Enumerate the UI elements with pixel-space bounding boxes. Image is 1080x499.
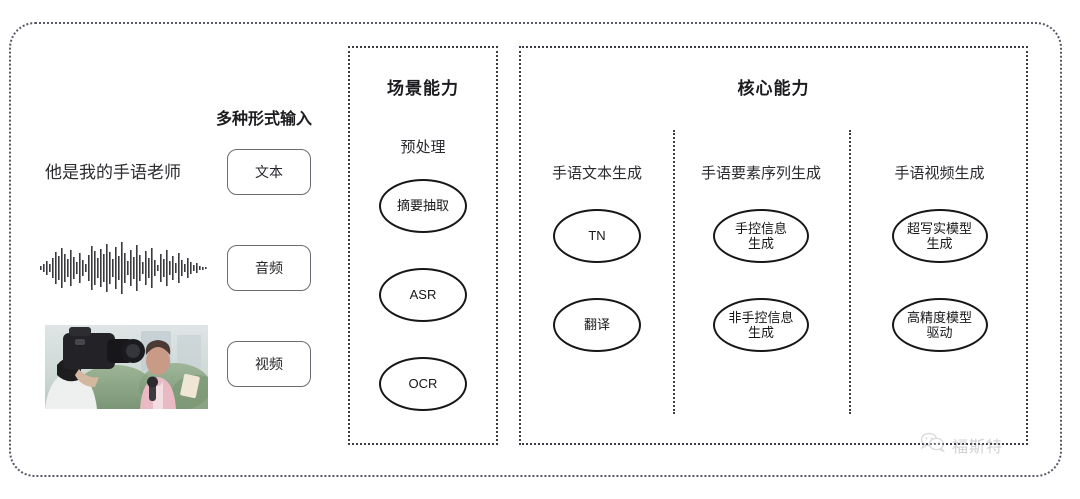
node-summary-extraction[interactable]: 摘要抽取: [379, 179, 467, 233]
node-asr-label: ASR: [409, 287, 437, 303]
audio-waveform-icon: [38, 240, 210, 296]
node-ocr-label: OCR: [408, 376, 438, 392]
core-capability-panel: 核心能力 手语文本生成 TN 翻译 手语要素序列生成 手控信息生成 非手控信息生…: [519, 46, 1028, 445]
node-photorealistic-model-generation-label: 超写实模型生成: [906, 220, 972, 251]
core-column-header-sign-video-generation: 手语视频生成: [894, 165, 985, 182]
modality-chip-audio[interactable]: 音频: [227, 245, 311, 291]
input-sentence-text: 他是我的手语老师: [45, 163, 181, 182]
node-ocr[interactable]: OCR: [379, 357, 467, 411]
scene-capability-title: 场景能力: [387, 79, 459, 98]
node-high-precision-model-driving[interactable]: 高精度模型驱动: [891, 298, 988, 352]
outer-frame: [9, 22, 1062, 477]
node-manual-signal-generation-label: 手控信息生成: [734, 220, 787, 251]
node-non-manual-signal-generation-label: 非手控信息生成: [728, 309, 794, 340]
scene-capability-panel: 场景能力 预处理 摘要抽取 ASR OCR: [348, 46, 498, 445]
modality-chip-video-label: 视频: [255, 356, 283, 372]
node-tn-label: TN: [588, 228, 606, 244]
node-translation-label: 翻译: [583, 317, 610, 333]
node-manual-signal-generation[interactable]: 手控信息生成: [713, 209, 809, 263]
node-summary-extraction-label: 摘要抽取: [396, 198, 449, 214]
node-asr[interactable]: ASR: [379, 268, 467, 322]
core-capability-title: 核心能力: [737, 79, 810, 98]
node-non-manual-signal-generation[interactable]: 非手控信息生成: [713, 298, 809, 352]
modality-chip-text[interactable]: 文本: [227, 149, 311, 195]
node-translation[interactable]: 翻译: [553, 298, 641, 352]
node-high-precision-model-driving-label: 高精度模型驱动: [906, 309, 972, 340]
scene-column-header-preprocess: 预处理: [400, 139, 446, 156]
modality-chip-video[interactable]: 视频: [227, 341, 311, 387]
core-column-header-sign-element-sequence: 手语要素序列生成: [700, 165, 821, 182]
watermark: 福斯特: [920, 432, 1003, 457]
modality-chip-text-label: 文本: [255, 164, 283, 180]
wechat-bubble-icon: [920, 432, 946, 457]
watermark-text: 福斯特: [952, 438, 1004, 456]
core-column-divider-1: [673, 130, 675, 414]
node-photorealistic-model-generation[interactable]: 超写实模型生成: [891, 209, 988, 263]
multi-input-header: 多种形式输入: [216, 111, 313, 128]
modality-chip-audio-label: 音频: [255, 260, 283, 276]
node-tn[interactable]: TN: [553, 209, 641, 263]
core-column-header-sign-text-generation: 手语文本生成: [551, 165, 642, 182]
core-column-divider-2: [849, 130, 851, 414]
video-thumbnail: [45, 325, 208, 409]
